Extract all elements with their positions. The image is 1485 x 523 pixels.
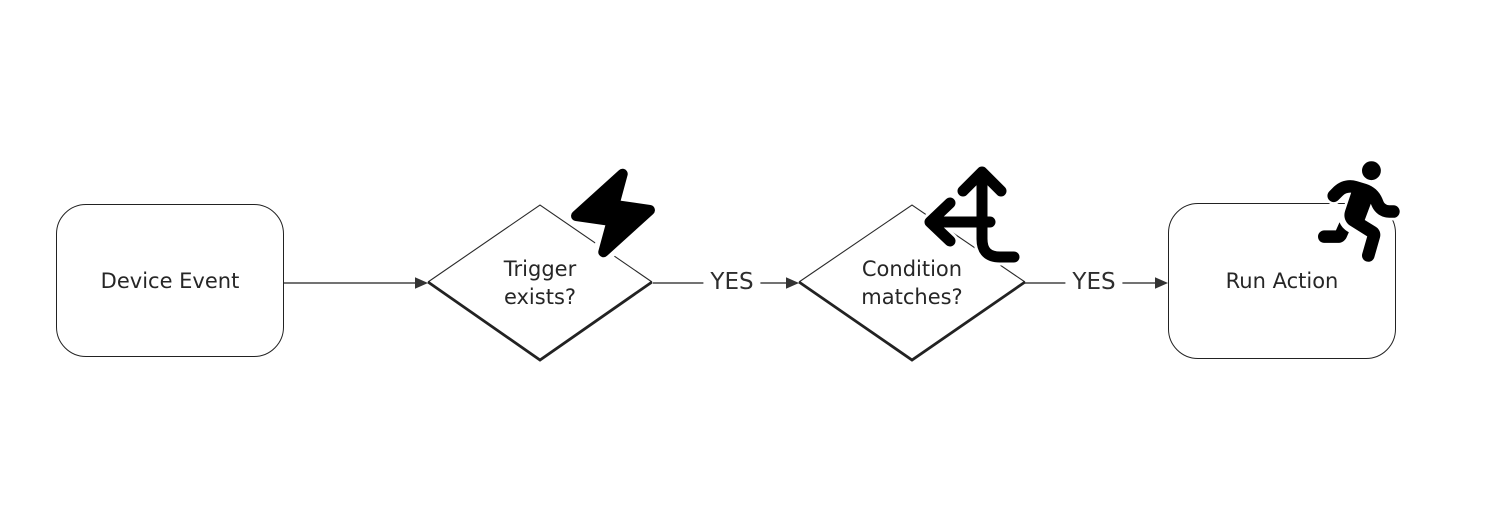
person-running-icon — [1318, 161, 1403, 262]
lightning-bolt-icon — [565, 165, 661, 261]
node-device-event-label: Device Event — [100, 268, 240, 293]
split-arrows-icon — [921, 163, 1023, 266]
node-run-action-label: Run Action — [1225, 269, 1339, 293]
edge-label-yes-2: YES — [1065, 266, 1123, 297]
edge-label-yes-1: YES — [703, 266, 761, 297]
decision-shape-trigger-exists — [427, 204, 653, 362]
node-device-event: Device Event — [56, 204, 284, 357]
edge-device-to-trigger — [284, 277, 428, 289]
